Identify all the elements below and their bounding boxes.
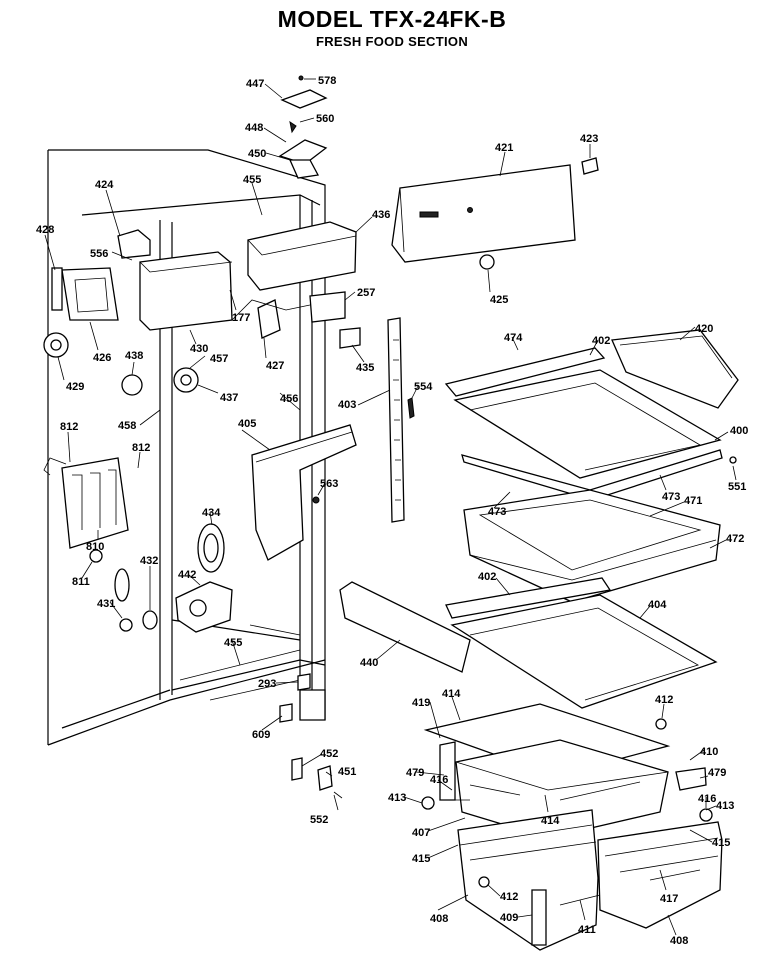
callout-473-right: 473 — [662, 491, 680, 503]
meat-pan — [463, 489, 721, 603]
control-housing-parts — [43, 221, 361, 396]
callout-434: 434 — [202, 507, 221, 519]
callout-413-right: 413 — [716, 800, 734, 812]
callout-417: 417 — [660, 893, 678, 905]
callout-474: 474 — [504, 332, 523, 344]
callout-552: 552 — [310, 814, 328, 826]
callout-427: 427 — [266, 360, 284, 372]
callout-408-right: 408 — [670, 935, 688, 947]
callout-416-left: 416 — [430, 774, 448, 786]
callout-578: 578 — [318, 75, 336, 87]
callout-420: 420 — [695, 323, 713, 335]
callout-440: 440 — [360, 657, 378, 669]
shelf-front-trim — [339, 581, 471, 673]
callout-426: 426 — [93, 352, 111, 364]
callout-414-top: 414 — [442, 688, 461, 700]
callout-257: 257 — [357, 287, 375, 299]
callout-430: 430 — [190, 343, 208, 355]
callout-432: 432 — [140, 555, 158, 567]
callout-479-right: 479 — [708, 767, 726, 779]
upper-shelf — [444, 329, 739, 501]
callout-402-lower: 402 — [478, 571, 496, 583]
callout-609: 609 — [252, 729, 270, 741]
rear-air-duct-panel — [391, 157, 599, 270]
callout-472: 472 — [726, 533, 744, 545]
callout-438: 438 — [125, 350, 143, 362]
callout-812-left: 812 — [60, 421, 78, 433]
callout-411: 411 — [578, 924, 596, 936]
diagram-subtitle: FRESH FOOD SECTION — [315, 34, 469, 49]
callout-412-bottom: 412 — [500, 891, 518, 903]
middle-shelf — [445, 577, 718, 709]
callout-labels: 447 578 448 560 450 421 423 424 455 436 … — [36, 75, 748, 947]
vertical-air-duct — [251, 424, 357, 561]
callout-455-bottom: 455 — [224, 637, 242, 649]
callout-419: 419 — [412, 697, 430, 709]
callout-450: 450 — [248, 148, 266, 160]
callout-437: 437 — [220, 392, 238, 404]
callout-431: 431 — [97, 598, 115, 610]
callout-425: 425 — [490, 294, 508, 306]
callout-455-top: 455 — [243, 174, 261, 186]
callout-424: 424 — [95, 179, 114, 191]
callout-416-right: 416 — [698, 793, 716, 805]
callout-403: 403 — [338, 399, 356, 411]
callout-415-left: 415 — [412, 853, 430, 865]
callout-458: 458 — [118, 420, 136, 432]
callout-560: 560 — [316, 113, 334, 125]
shelf-support-ladder — [387, 317, 415, 523]
top-hinge-parts — [278, 75, 328, 179]
callout-409: 409 — [500, 912, 518, 924]
callout-423: 423 — [580, 133, 598, 145]
callout-410: 410 — [700, 746, 718, 758]
callout-451: 451 — [338, 766, 356, 778]
callout-408-left: 408 — [430, 913, 448, 925]
callout-456: 456 — [280, 393, 298, 405]
callout-429: 429 — [66, 381, 84, 393]
callout-435: 435 — [356, 362, 374, 374]
callout-452: 452 — [320, 748, 338, 760]
diagram-title: MODEL TFX-24FK-B — [277, 6, 507, 32]
callout-421: 421 — [495, 142, 513, 154]
callout-402-upper: 402 — [592, 335, 610, 347]
callout-471: 471 — [684, 495, 702, 507]
callout-554: 554 — [414, 381, 433, 393]
callout-551: 551 — [728, 481, 746, 493]
callout-556: 556 — [90, 248, 108, 260]
callout-407: 407 — [412, 827, 430, 839]
leader-lines — [44, 78, 737, 936]
callout-563: 563 — [320, 478, 338, 490]
callout-414-middle: 414 — [541, 815, 560, 827]
callout-442: 442 — [178, 569, 196, 581]
callout-413-left: 413 — [388, 792, 406, 804]
crisper-drawers — [457, 809, 723, 951]
callout-810: 810 — [86, 541, 104, 553]
callout-457: 457 — [210, 353, 228, 365]
callout-448: 448 — [245, 122, 263, 134]
callout-436: 436 — [372, 209, 390, 221]
callout-479-left: 479 — [406, 767, 424, 779]
callout-405: 405 — [238, 418, 256, 430]
callout-177: 177 — [232, 312, 250, 324]
callout-415-right: 415 — [712, 837, 730, 849]
callout-400: 400 — [730, 425, 748, 437]
callout-293: 293 — [258, 678, 276, 690]
callout-812-right: 812 — [132, 442, 150, 454]
callout-428: 428 — [36, 224, 54, 236]
callout-404: 404 — [648, 599, 667, 611]
heater-and-misc — [43, 457, 233, 633]
small-brackets — [279, 673, 343, 799]
callout-473-left: 473 — [488, 506, 506, 518]
callout-447: 447 — [246, 78, 264, 90]
callout-811: 811 — [72, 576, 90, 588]
lower-shelf — [421, 703, 713, 839]
callout-412-top: 412 — [655, 694, 673, 706]
